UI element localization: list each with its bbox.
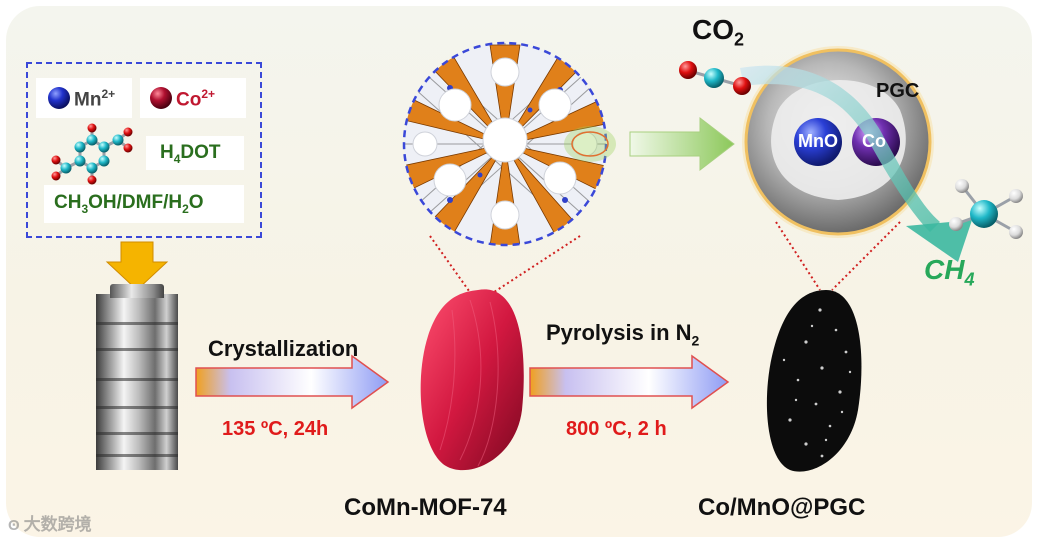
pyrolysis-label: Pyrolysis in N2 bbox=[546, 320, 700, 349]
co-ion-sphere bbox=[150, 87, 172, 109]
zoom-line-left-2 bbox=[775, 221, 821, 291]
co-core-label: Co bbox=[862, 131, 886, 151]
mno-core-label: MnO bbox=[798, 131, 838, 151]
mno-sphere bbox=[794, 118, 842, 166]
mn-ion-label: Mn2+ bbox=[74, 87, 116, 111]
autoclave-icon bbox=[96, 284, 178, 470]
composite-particle bbox=[766, 290, 862, 472]
zoom-line-left bbox=[429, 235, 475, 299]
linker-label-pill bbox=[146, 136, 244, 170]
crystallization-condition: 135 ºC, 24h bbox=[222, 418, 329, 440]
mn-ion-sphere bbox=[48, 87, 70, 109]
pyrolysis-condition: 800 ºC, 2 h bbox=[566, 418, 667, 440]
crystallization-label: Crystallization bbox=[208, 336, 359, 361]
down-arrow-icon bbox=[105, 241, 169, 291]
co2-label: CO2 bbox=[692, 14, 745, 50]
zoom-arrow-icon bbox=[629, 116, 735, 172]
co2-molecule-icon bbox=[679, 61, 751, 95]
core-shell-particle bbox=[742, 46, 934, 238]
pyrolysis-arrow-icon bbox=[529, 354, 730, 410]
ch4-molecule-icon bbox=[949, 179, 1023, 239]
zoom-line-right bbox=[487, 235, 581, 297]
ch4-label: CH4 bbox=[924, 254, 975, 290]
linker-molecule-icon bbox=[51, 123, 133, 185]
solvent-label: CH3OH/DMF/H2O bbox=[54, 192, 204, 216]
pgc-shell-label: PGC bbox=[876, 80, 920, 102]
mof-product-label: CoMn-MOF-74 bbox=[344, 494, 507, 521]
zoom-line-right-2 bbox=[831, 221, 901, 291]
mof-particle bbox=[420, 289, 524, 471]
linker-label: H4DOT bbox=[160, 142, 221, 166]
composite-product-label: Co/MnO@PGC bbox=[698, 494, 866, 521]
co-ion-label: Co2+ bbox=[176, 87, 216, 111]
reagents-box bbox=[26, 62, 262, 238]
crystallization-arrow-icon bbox=[195, 354, 390, 410]
mof-pore-structure bbox=[402, 41, 616, 247]
solvent-label-pill bbox=[44, 185, 244, 223]
gas-flow-arrow-icon bbox=[740, 65, 940, 232]
